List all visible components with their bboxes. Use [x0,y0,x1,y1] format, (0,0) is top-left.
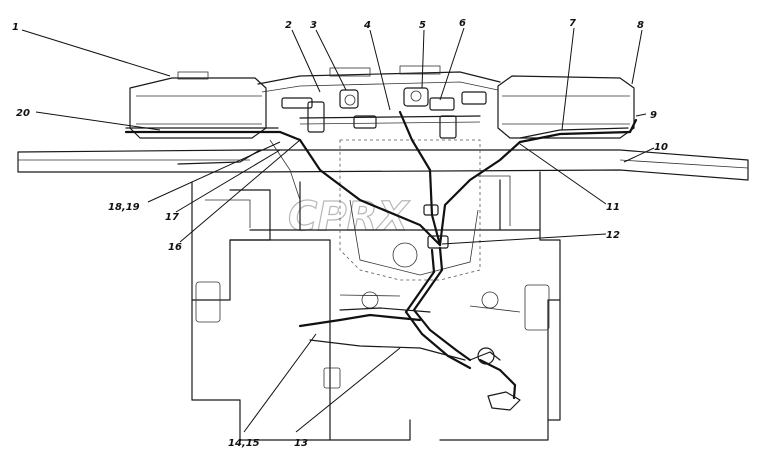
valve-assembly [281,87,487,139]
callout-9: 9 [650,110,657,121]
callout-5: 5 [419,20,426,31]
fuel-lines [124,110,638,411]
callout-1: 1 [12,22,19,33]
tank-support-bar [257,65,501,93]
chassis-outline [191,171,561,441]
callout-12: 12 [606,230,620,241]
callout-labels: 1 2 3 4 5 6 7 8 9 10 11 12 13 14,15 16 1… [12,18,668,449]
callout-14-15: 14,15 [228,438,260,449]
callout-6: 6 [459,18,466,29]
callout-18-19: 18,19 [108,202,140,213]
callout-11: 11 [606,202,620,213]
callout-2: 2 [285,20,292,31]
callout-4: 4 [363,20,371,31]
callout-7: 7 [569,18,576,29]
callout-16: 16 [168,242,182,253]
callout-3: 3 [310,20,317,31]
callout-17: 17 [165,212,179,223]
frame-crossmember [17,149,749,181]
callout-8: 8 [637,20,644,31]
watermark-logo: CPRX [288,194,410,240]
callout-leaders [21,27,655,433]
engine-body [339,139,521,313]
callout-20: 20 [16,108,30,119]
callout-13: 13 [294,438,308,449]
callout-10: 10 [654,142,668,153]
